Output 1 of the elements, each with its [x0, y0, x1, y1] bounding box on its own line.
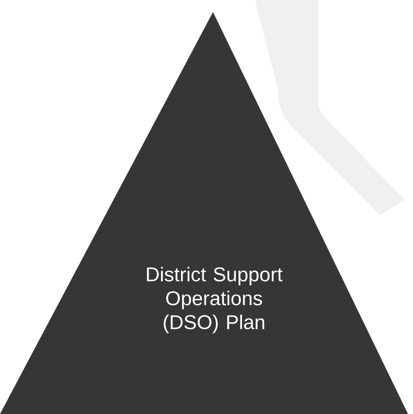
- triangle: District Support Operations (DSO) Plan: [0, 12, 408, 414]
